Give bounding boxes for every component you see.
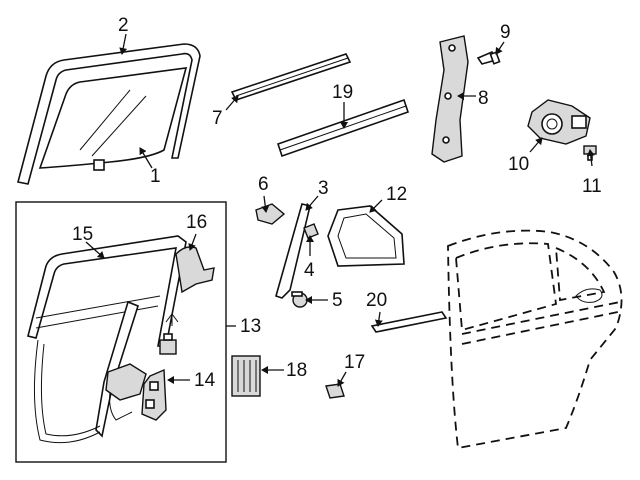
part-12-quarter-glass <box>327 205 405 267</box>
label-19: 19 <box>332 82 353 103</box>
label-12: 12 <box>386 184 407 205</box>
part-5-bolt <box>291 291 308 308</box>
label-15: 15 <box>72 224 93 245</box>
label-6: 6 <box>258 174 269 195</box>
label-2: 2 <box>118 15 129 36</box>
label-10: 10 <box>508 154 529 175</box>
label-16: 16 <box>186 212 207 233</box>
door-outline <box>447 229 623 450</box>
part-17-clip <box>325 383 345 399</box>
part-1-door-glass <box>38 67 188 171</box>
leader-lines <box>85 33 595 387</box>
inset-clips <box>159 313 179 355</box>
part-18-panel <box>231 355 261 397</box>
label-17: 17 <box>344 352 365 373</box>
inset-box <box>15 201 227 463</box>
label-13: 13 <box>240 316 261 337</box>
label-11: 11 <box>582 176 602 197</box>
label-18: 18 <box>286 360 307 381</box>
label-14: 14 <box>194 370 216 391</box>
label-1: 1 <box>150 166 161 187</box>
part-9-bolt <box>476 50 501 65</box>
part-10-regulator-motor <box>527 99 591 145</box>
label-8: 8 <box>478 88 489 109</box>
part-3-glass-channel <box>275 203 311 299</box>
label-5: 5 <box>332 290 343 311</box>
part-6-clip <box>255 203 286 225</box>
part-2-glass-run-channel <box>17 43 201 185</box>
part-15-run-channel <box>27 235 187 347</box>
part-4-clip <box>303 223 319 239</box>
part-19-belt-weatherstrip <box>276 98 410 158</box>
labels: 2 1 7 19 8 9 10 11 6 3 12 4 5 20 18 17 1… <box>72 15 602 391</box>
part-16-seal <box>175 246 215 294</box>
part-14-bracket <box>141 368 167 421</box>
label-3: 3 <box>318 178 329 199</box>
label-4: 4 <box>304 260 315 281</box>
label-7: 7 <box>212 108 223 129</box>
part-20-weatherstrip <box>370 311 448 333</box>
regulator-assembly <box>33 300 147 444</box>
part-8-pillar-trim <box>431 35 469 163</box>
label-20: 20 <box>366 290 387 311</box>
label-9: 9 <box>500 22 511 43</box>
